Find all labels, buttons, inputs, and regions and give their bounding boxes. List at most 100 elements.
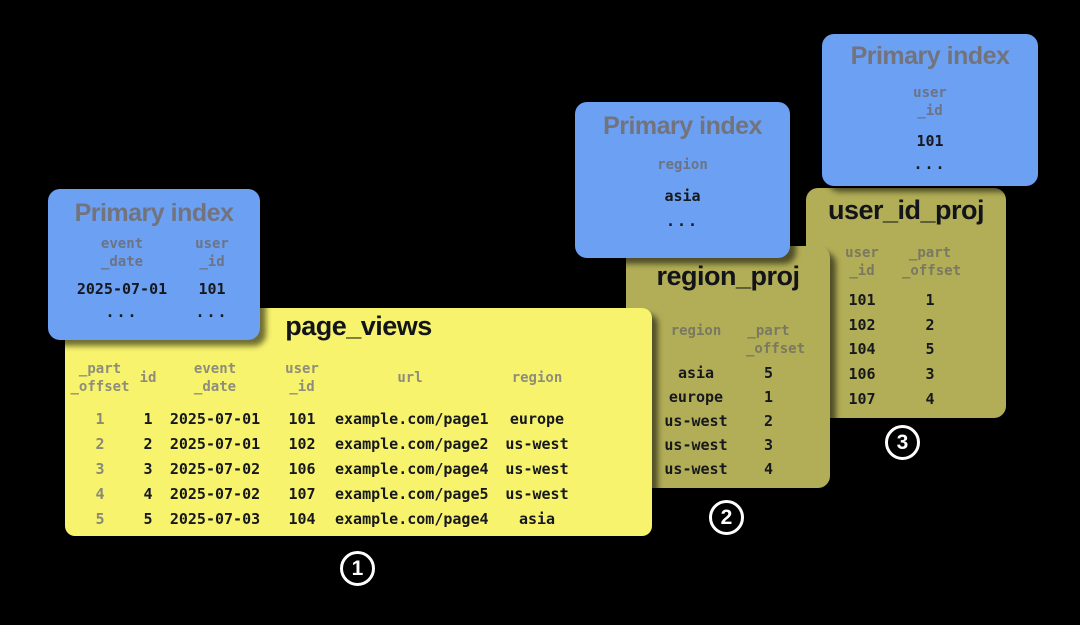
table-row: 3 3 2025-07-02 106 example.com/page4 us-… [65,456,652,481]
column-header-url: url [397,370,423,386]
index-column-header: user _id [195,236,229,270]
column-header-region: region [511,370,563,386]
primary-index-card-event-date: Primary index event _date 2025-07-01 ...… [48,189,260,340]
step-badge-2: 2 [709,500,744,535]
cell-user-id: 107 [288,484,316,503]
column-header-user-id: user _id [285,361,319,395]
table-row: 104 5 [822,337,1006,362]
user-id-proj-table: user_id_proj user _id _part _offset 101 … [806,188,1006,418]
table-row: 4 4 2025-07-02 107 example.com/page5 us-… [65,481,652,506]
table-row: us-west 3 [646,433,830,457]
index-first-value: asia [664,187,701,205]
ellipsis: ... [665,212,700,230]
cell-part-offset: 4 [95,484,105,503]
cell-part-offset: 2 [763,412,774,430]
cell-id: 5 [143,509,153,528]
region-proj-table: region_proj region _part _offset asia 5 … [626,246,830,488]
region-proj-rows: asia 5 europe 1 us-west 2 us-west 3 us-w… [626,361,830,481]
table-row: 5 5 2025-07-03 104 example.com/page4 asi… [65,506,652,531]
cell-part-offset: 3 [763,436,774,454]
cell-event-date: 2025-07-01 [169,409,261,428]
table-row: 101 1 [822,288,1006,313]
column-header-part-offset: _part _offset [70,361,130,395]
index-first-value: 101 [198,280,226,298]
ellipsis: ... [195,303,229,321]
cell-part-offset: 2 [95,434,105,453]
user-id-proj-rows: 101 1 102 2 104 5 106 3 107 4 [806,288,1006,411]
index-first-value: 2025-07-01 [76,280,168,298]
cell-part-offset: 1 [763,388,774,406]
table-row: 106 3 [822,362,1006,387]
table-row: 102 2 [822,313,1006,338]
cell-url: example.com/page4 [335,509,489,528]
cell-region: us-west [664,460,728,478]
step-badge-3: 3 [885,425,920,460]
cell-user-id: 102 [288,434,316,453]
column-header-event-date: event _date [193,361,237,395]
column-header-part-offset: _part _offset [746,323,806,357]
cell-region: us-west [664,436,728,454]
step-badge-1: 1 [340,551,375,586]
index-first-value: 101 [916,132,944,150]
table-row: us-west 2 [646,409,830,433]
cell-user-id: 104 [848,340,876,359]
column-header-region: region [670,323,722,339]
cell-id: 1 [143,409,153,428]
index-column-event-date: event _date 2025-07-01 ... [72,235,172,321]
table-row: 1 1 2025-07-01 101 example.com/page1 eur… [65,406,652,431]
page-views-rows: 1 1 2025-07-01 101 example.com/page1 eur… [65,406,652,531]
user-id-proj-title: user_id_proj [827,195,985,225]
primary-index-card-user-id: Primary index user _id 101 ... [822,34,1038,186]
cell-user-id: 102 [848,315,876,334]
cell-part-offset: 3 [95,459,105,478]
cell-user-id: 107 [848,389,876,408]
cell-user-id: 106 [848,365,876,384]
cell-part-offset: 3 [925,365,935,384]
cell-part-offset: 5 [925,340,935,359]
cell-region: us-west [664,412,728,430]
index-column-header: event _date [100,236,144,270]
table-row: 2 2 2025-07-01 102 example.com/page2 us-… [65,431,652,456]
cell-event-date: 2025-07-01 [169,434,261,453]
index-column-header: user _id [913,85,947,119]
index-column-header: region [657,157,708,173]
user-id-proj-header-row: user _id _part _offset [806,244,1006,280]
primary-index-card-region: Primary index region asia ... [575,102,790,258]
cell-url: example.com/page5 [335,484,489,503]
table-row: 107 4 [822,386,1006,411]
cell-part-offset: 2 [925,315,935,334]
table-row: us-west 4 [646,457,830,481]
page-views-header-row: _part _offset id event _date user _id ur… [65,360,652,396]
index-columns: event _date 2025-07-01 ... user _id 101 … [48,235,260,321]
cell-region: asia [677,364,715,382]
cell-user-id: 101 [288,409,316,428]
page-views-title: page_views [285,311,432,341]
cell-id: 4 [143,484,153,503]
cell-user-id: 101 [848,291,876,310]
cell-user-id: 104 [288,509,316,528]
cell-id: 2 [143,434,153,453]
cell-part-offset: 1 [925,291,935,310]
column-header-part-offset: _part _offset [902,245,962,279]
cell-url: example.com/page2 [335,434,489,453]
primary-index-title: Primary index [74,199,234,227]
region-proj-title: region_proj [656,261,800,291]
cell-event-date: 2025-07-02 [169,484,261,503]
cell-id: 3 [143,459,153,478]
cell-event-date: 2025-07-02 [169,459,261,478]
cell-url: example.com/page4 [335,459,489,478]
cell-user-id: 106 [288,459,316,478]
cell-region: europe [509,409,565,428]
ellipsis: ... [913,155,947,173]
cell-part-offset: 4 [925,389,935,408]
table-row: europe 1 [646,385,830,409]
cell-part-offset: 5 [95,509,105,528]
table-row: asia 5 [646,361,830,385]
ellipsis: ... [105,303,139,321]
cell-url: example.com/page1 [335,409,489,428]
column-header-id: id [139,370,157,386]
column-header-user-id: user _id [845,245,879,279]
region-proj-header-row: region _part _offset [626,322,830,358]
cell-part-offset: 1 [95,409,105,428]
